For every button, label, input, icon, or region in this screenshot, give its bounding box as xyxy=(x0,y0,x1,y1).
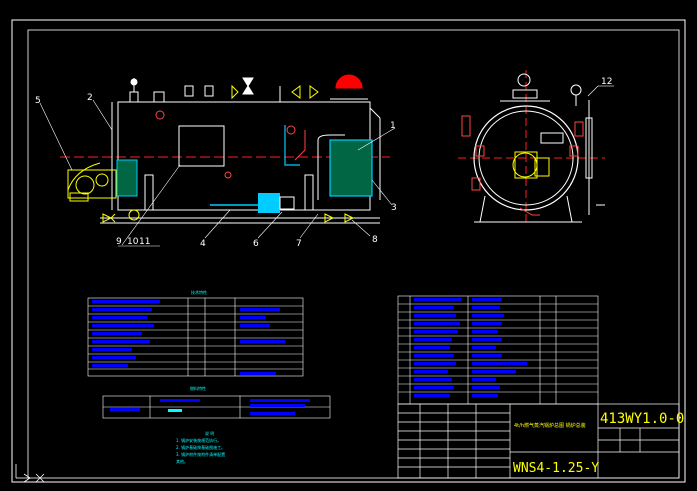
spec-table-heading: 技术特性 xyxy=(191,289,207,295)
access-door xyxy=(178,125,225,167)
feed-pump xyxy=(258,193,280,213)
callout-1: 1 xyxy=(390,121,396,131)
shell-outer xyxy=(473,105,579,211)
drawing-number: 413WY1.0-0 xyxy=(600,411,684,427)
note-4: 其他。 xyxy=(176,458,188,464)
pressure-gauge xyxy=(570,84,582,96)
shell-inner xyxy=(478,110,574,206)
callout-2: 2 xyxy=(87,93,93,103)
rear-smoke-box xyxy=(329,139,373,197)
callout-11: 11 xyxy=(139,237,150,247)
note-3: 3. 锅炉附件按附件清单配置 xyxy=(176,451,225,457)
callout-leaders xyxy=(39,99,396,247)
callout-12: 12 xyxy=(601,77,612,87)
notes-heading: 说 明 xyxy=(205,430,214,436)
parts-list-cells xyxy=(414,298,527,397)
callout-3: 3 xyxy=(391,203,397,213)
spec-table-cells xyxy=(92,300,285,375)
front-elevation xyxy=(458,70,605,225)
drawing-title: 4t/h燃气蒸汽锅炉总图 锅炉总装 xyxy=(514,422,586,429)
inner-frame xyxy=(27,29,680,479)
side-elevation xyxy=(60,74,390,224)
burner xyxy=(67,169,117,202)
parts-list xyxy=(397,295,599,405)
callout-9: 9 xyxy=(116,237,122,247)
outer-frame xyxy=(11,19,686,483)
dome-valve xyxy=(335,74,363,89)
fuel-table-heading: 燃料特性 xyxy=(190,385,206,391)
callout-6: 6 xyxy=(253,239,259,249)
model-number: WNS4-1.25-Y xyxy=(513,461,599,476)
front-smoke-box xyxy=(116,159,138,197)
callout-5: 5 xyxy=(35,96,41,106)
top-fittings xyxy=(129,77,319,103)
callout-8: 8 xyxy=(372,235,378,245)
callout-10: 10 xyxy=(127,237,139,247)
callout-7: 7 xyxy=(296,239,302,249)
spec-table xyxy=(87,297,304,377)
note-1: 1. 锅炉安装按规范执行。 xyxy=(176,437,221,443)
title-block xyxy=(397,403,680,479)
callout-4: 4 xyxy=(200,239,206,249)
fuel-table-cells xyxy=(110,399,310,415)
note-2: 2. 锅炉基础按基础图施工。 xyxy=(176,444,225,450)
ucs-icon xyxy=(15,464,45,483)
